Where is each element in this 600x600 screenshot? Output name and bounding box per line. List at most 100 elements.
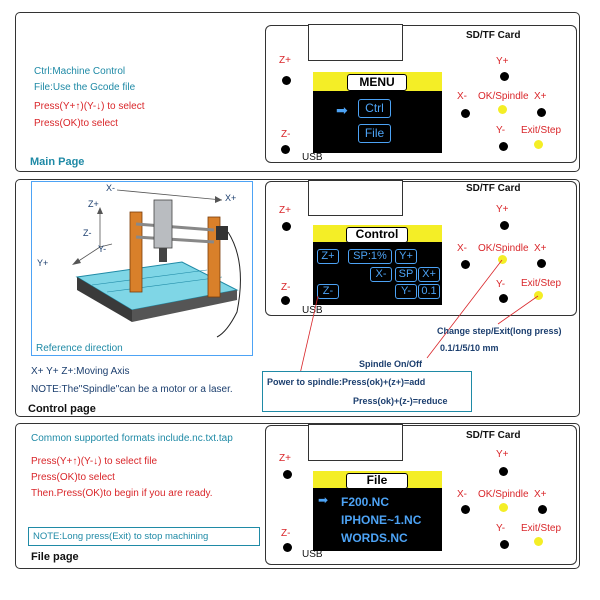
axis-y-minus: Y- xyxy=(98,244,107,254)
y-minus-button[interactable] xyxy=(500,540,509,549)
file-ok-line: Press(OK)to select xyxy=(31,472,115,483)
y-minus-label: Y- xyxy=(496,279,506,290)
lcd-z-minus[interactable]: Z- xyxy=(317,284,339,299)
exit-step-button[interactable] xyxy=(534,537,543,546)
file-note-box xyxy=(28,527,260,546)
sd-card-slot xyxy=(308,424,403,461)
moving-axis-text: X+ Y+ Z+:Moving Axis xyxy=(31,366,130,377)
y-plus-button[interactable] xyxy=(500,221,509,230)
main-select-line: Press(Y+↑)(Y-↓) to select xyxy=(34,101,145,112)
x-minus-button[interactable] xyxy=(461,260,470,269)
ok-spindle-button[interactable] xyxy=(498,255,507,264)
control-title: Control xyxy=(346,227,408,243)
main-lcd-screen: MENU ➡ Ctrl File xyxy=(313,72,442,153)
file-title: File xyxy=(346,473,408,489)
main-ctrl-line: Ctrl:Machine Control xyxy=(34,66,126,77)
ok-spindle-label: OK/Spindle xyxy=(478,91,529,102)
y-plus-label: Y+ xyxy=(496,449,509,460)
ok-spindle-button[interactable] xyxy=(498,105,507,114)
y-plus-button[interactable] xyxy=(500,72,509,81)
lcd-x-plus[interactable]: X+ xyxy=(418,267,440,282)
file-begin-line: Then.Press(OK)to begin if you are ready. xyxy=(31,488,213,499)
ok-spindle-label: OK/Spindle xyxy=(478,243,529,254)
axis-z-minus: Z- xyxy=(83,228,92,238)
spindle-note: NOTE:The"Spindle"can be a motor or a las… xyxy=(31,384,233,395)
z-minus-button[interactable] xyxy=(281,145,290,154)
x-plus-button[interactable] xyxy=(537,259,546,268)
y-plus-label: Y+ xyxy=(496,204,509,215)
reference-direction-label: Reference direction xyxy=(36,343,123,354)
file-note: NOTE:Long press(Exit) to stop machining xyxy=(33,531,209,542)
z-plus-label: Z+ xyxy=(279,55,291,66)
x-minus-button[interactable] xyxy=(461,109,470,118)
x-minus-button[interactable] xyxy=(461,505,470,514)
file-page-label: File page xyxy=(31,551,79,563)
usb-label: USB xyxy=(302,152,323,163)
lcd-step[interactable]: 0.1 xyxy=(418,284,440,299)
main-ok-line: Press(OK)to select xyxy=(34,118,118,129)
cnc-machine-illustration xyxy=(72,189,241,338)
formats-text: Common supported formats include.nc.txt.… xyxy=(31,433,233,444)
menu-item-ctrl[interactable]: Ctrl xyxy=(358,99,391,118)
axis-x-plus: X+ xyxy=(225,193,237,203)
z-plus-button[interactable] xyxy=(282,76,291,85)
control-page-label: Control page xyxy=(28,403,96,415)
sd-card-label: SD/TF Card xyxy=(466,30,521,41)
x-plus-label: X+ xyxy=(534,489,547,500)
menu-title: MENU xyxy=(347,74,407,91)
y-minus-label: Y- xyxy=(496,523,506,534)
sd-card-label: SD/TF Card xyxy=(466,430,521,441)
x-plus-label: X+ xyxy=(534,243,547,254)
change-step-text: Change step/Exit(long press) xyxy=(437,326,562,336)
file-lcd-screen: File ➡ F200.NC IPHONE~1.NC WORDS.NC xyxy=(313,471,442,551)
exit-step-button[interactable] xyxy=(534,140,543,149)
z-minus-label: Z- xyxy=(281,528,291,539)
axis-y-plus: Y+ xyxy=(37,258,49,268)
sd-card-slot xyxy=(308,180,403,216)
sd-card-slot xyxy=(308,24,403,61)
reference-image-box xyxy=(31,181,253,356)
lcd-y-plus[interactable]: Y+ xyxy=(395,249,417,264)
control-lcd-screen: Control Z+ SP:1% Y+ X- SP X+ Z- Y- 0.1 xyxy=(313,225,442,305)
axis-x-minus: X- xyxy=(106,183,115,193)
y-plus-button[interactable] xyxy=(499,467,508,476)
x-minus-label: X- xyxy=(457,243,467,254)
z-plus-label: Z+ xyxy=(279,453,291,464)
z-minus-button[interactable] xyxy=(283,543,292,552)
lcd-x-minus[interactable]: X- xyxy=(370,267,392,282)
exit-step-button[interactable] xyxy=(534,291,543,300)
right-arrow-icon: ➡ xyxy=(318,493,329,507)
x-plus-button[interactable] xyxy=(538,505,547,514)
y-minus-button[interactable] xyxy=(499,142,508,151)
spindle-onoff-text: Spindle On/Off xyxy=(359,359,422,369)
lcd-y-minus[interactable]: Y- xyxy=(395,284,417,299)
file-item-f200[interactable]: F200.NC xyxy=(341,495,390,509)
usb-label: USB xyxy=(302,305,323,316)
x-plus-button[interactable] xyxy=(537,108,546,117)
menu-item-file[interactable]: File xyxy=(358,124,391,143)
file-select-line: Press(Y+↑)(Y-↓) to select file xyxy=(31,456,158,467)
exit-step-label: Exit/Step xyxy=(521,125,562,136)
power-line-2: Press(ok)+(z-)=reduce xyxy=(353,396,448,406)
sd-card-label: SD/TF Card xyxy=(466,183,521,194)
ok-spindle-label: OK/Spindle xyxy=(478,489,529,500)
y-plus-label: Y+ xyxy=(496,56,509,67)
power-line-1: Power to spindle:Press(ok)+(z+)=add xyxy=(267,377,426,387)
lcd-spindle[interactable]: SP xyxy=(395,267,417,282)
y-minus-button[interactable] xyxy=(499,294,508,303)
ok-spindle-button[interactable] xyxy=(499,503,508,512)
lcd-z-plus[interactable]: Z+ xyxy=(317,249,339,264)
z-minus-label: Z- xyxy=(281,282,291,293)
right-arrow-icon: ➡ xyxy=(336,102,348,118)
x-plus-label: X+ xyxy=(534,91,547,102)
exit-step-label: Exit/Step xyxy=(521,278,562,289)
axis-z-plus: Z+ xyxy=(88,199,99,209)
lcd-speed[interactable]: SP:1% xyxy=(348,249,392,264)
z-plus-button[interactable] xyxy=(283,470,292,479)
z-plus-button[interactable] xyxy=(282,222,291,231)
file-item-iphone[interactable]: IPHONE~1.NC xyxy=(341,513,422,527)
z-minus-button[interactable] xyxy=(281,296,290,305)
file-item-words[interactable]: WORDS.NC xyxy=(341,531,408,545)
power-to-spindle-box xyxy=(262,371,472,412)
exit-step-label: Exit/Step xyxy=(521,523,562,534)
